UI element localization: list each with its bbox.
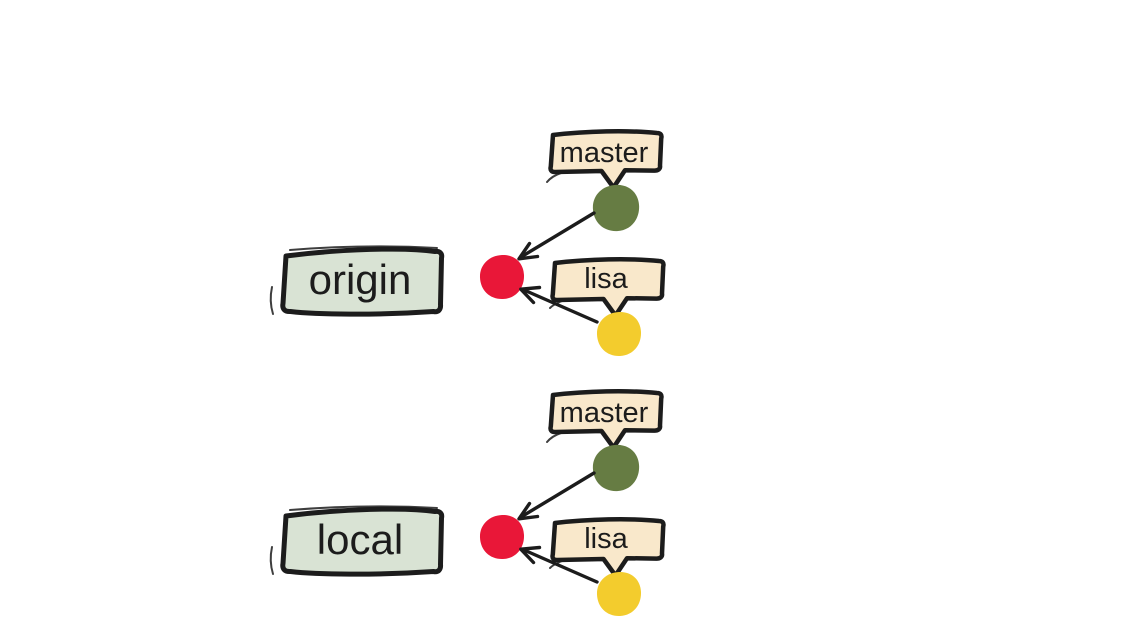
arrowhead-master-to-base	[517, 241, 540, 261]
branch-tag-label-lisa: lisa	[584, 523, 628, 555]
arrow-lisa-to-base	[522, 548, 599, 584]
sketch-stroke	[269, 286, 274, 315]
arrow-master-to-base	[519, 211, 596, 259]
commit-dot-master	[592, 184, 640, 232]
sketch-stroke	[546, 172, 562, 183]
section-local: local master lisa	[269, 391, 664, 617]
branch-tag-label-lisa: lisa	[584, 263, 628, 295]
arrowhead-master-to-base	[517, 501, 540, 521]
sketch-stroke	[289, 245, 438, 251]
commit-dot-lisa	[596, 571, 642, 617]
branch-tag-label-master: master	[560, 397, 649, 429]
commit-dot-lisa	[596, 311, 642, 357]
branch-tag-label-master: master	[560, 137, 649, 169]
sketch-stroke	[289, 505, 438, 511]
arrow-lisa-to-base	[522, 288, 599, 324]
repo-label-local: local	[317, 516, 403, 563]
commit-dot-base	[479, 514, 525, 560]
sketch-stroke	[269, 546, 274, 575]
section-origin: origin master lisa	[269, 131, 664, 357]
arrowhead-lisa-to-base	[519, 545, 542, 565]
commit-dot-base	[479, 254, 525, 300]
arrow-master-to-base	[519, 471, 596, 519]
commit-dot-master	[592, 444, 640, 492]
arrowhead-lisa-to-base	[519, 285, 542, 305]
sketch-stroke	[546, 432, 562, 443]
repo-label-origin: origin	[309, 256, 412, 303]
